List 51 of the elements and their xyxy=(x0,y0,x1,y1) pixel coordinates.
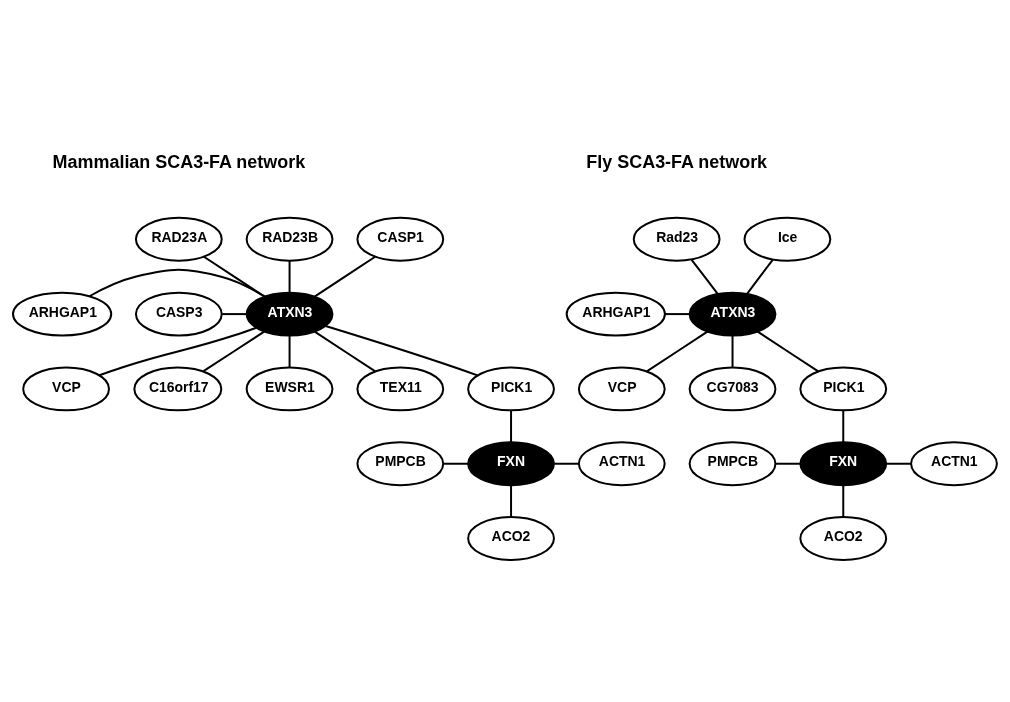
connector xyxy=(313,255,377,298)
node-ellipse: RAD23B xyxy=(245,216,334,262)
connector xyxy=(442,462,470,465)
connector xyxy=(885,462,913,465)
node-ellipse: CG7083 xyxy=(688,365,777,411)
connector xyxy=(553,462,580,465)
connector xyxy=(774,462,802,465)
node-ellipse: ACO2 xyxy=(467,515,555,561)
node-ellipse: VCP xyxy=(22,365,110,411)
node-ellipse: PMPCB xyxy=(356,440,445,486)
connector xyxy=(88,268,266,297)
node-ellipse: ARHGAP1 xyxy=(12,291,113,337)
label: Fly SCA3-FA network xyxy=(586,151,768,172)
connector xyxy=(202,330,266,372)
node-ellipse: FXN xyxy=(467,440,555,486)
node-ellipse: CASP1 xyxy=(356,216,445,262)
node-ellipse: PMPCB xyxy=(688,440,777,486)
node-ellipse: ACO2 xyxy=(799,515,888,561)
connector xyxy=(98,326,258,376)
connector xyxy=(288,334,291,368)
node-ellipse: EWSR1 xyxy=(245,365,334,411)
node-ellipse: ACTN1 xyxy=(577,440,666,486)
node-ellipse: FXN xyxy=(799,440,888,486)
node-ellipse: Ice xyxy=(743,216,832,262)
connector xyxy=(221,312,248,315)
node-ellipse: C16orf17 xyxy=(133,365,223,411)
node-ellipse: PICK1 xyxy=(799,365,888,411)
connector xyxy=(313,330,377,372)
connector xyxy=(756,330,820,372)
connector xyxy=(510,409,513,443)
node-ellipse: PICK1 xyxy=(467,365,555,411)
node-ellipse: VCP xyxy=(577,365,666,411)
connector xyxy=(746,258,774,295)
node-ellipse: ACTN1 xyxy=(910,440,998,486)
connector xyxy=(842,409,845,443)
node-ellipse: ATXN3 xyxy=(688,291,777,337)
connector xyxy=(288,259,291,294)
label: Mammalian SCA3-FA network xyxy=(52,151,306,172)
node-ellipse: TEX11 xyxy=(356,365,445,411)
node-ellipse: CASP3 xyxy=(134,291,223,337)
node-ellipse: ARHGAP1 xyxy=(565,291,666,337)
node-ellipse: ATXN3 xyxy=(245,291,334,337)
node-ellipse: Rad23 xyxy=(632,216,721,262)
connector xyxy=(690,258,719,295)
connector xyxy=(842,483,845,518)
connector xyxy=(645,330,709,372)
connector xyxy=(324,324,479,376)
connector xyxy=(510,483,513,518)
node-ellipse: RAD23A xyxy=(134,216,223,262)
connector xyxy=(731,334,734,368)
connector xyxy=(664,312,691,315)
